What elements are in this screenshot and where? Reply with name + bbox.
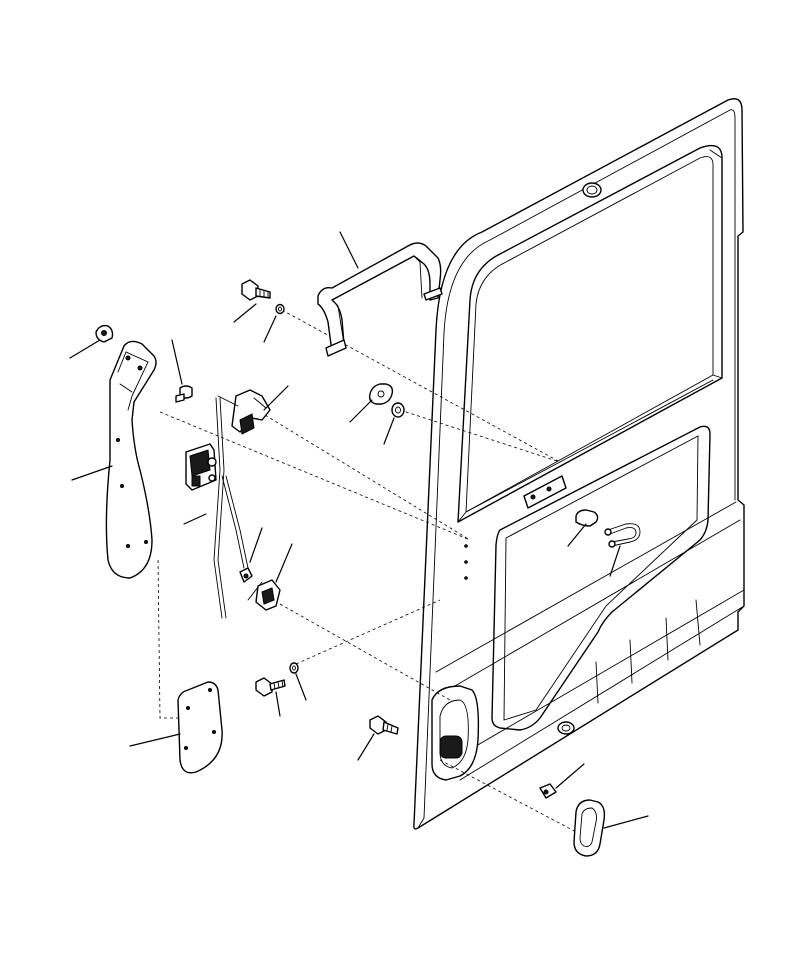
cover-lower: [177, 681, 223, 774]
door-panel: [413, 98, 745, 830]
plate-window: [575, 509, 599, 527]
lock-assembly: [185, 389, 271, 491]
striker-plate: [368, 383, 394, 405]
assembly-lines: [157, 309, 581, 835]
bolt-lower: [255, 677, 286, 697]
washer-upper: [275, 303, 285, 315]
screw-small: [175, 385, 193, 403]
leader-lines: [69, 231, 649, 829]
clip-small: [239, 567, 253, 583]
washer-lower: [289, 662, 299, 674]
grommet: [391, 402, 405, 418]
outside-handle: [573, 799, 606, 857]
latch-lower: [255, 579, 281, 611]
bolt-handle: [369, 715, 399, 735]
clip-handle: [539, 783, 557, 799]
grab-handle: [317, 242, 443, 357]
clip-top: [95, 324, 114, 343]
cover-upper: [105, 340, 157, 579]
bolt-upper: [241, 279, 271, 301]
u-bolt: [604, 523, 641, 548]
